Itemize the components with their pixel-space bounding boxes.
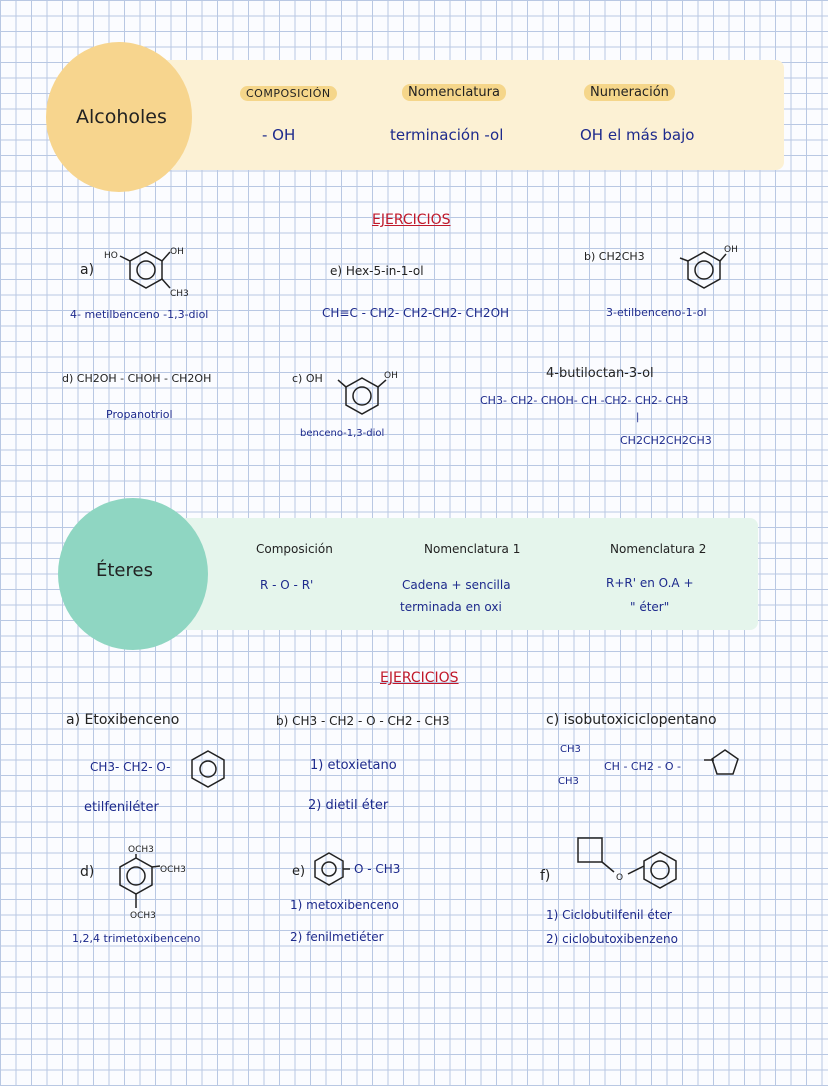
eter-ex-c-cyclopentane-icon — [704, 749, 739, 775]
eter-ex-b-name1: 1) etoxietano — [310, 758, 397, 773]
eter-ex-e-name2: 2) fenilmetiéter — [290, 930, 384, 944]
alc-ex-a-ho: HO — [104, 251, 118, 261]
eteres-nomenclatura2-value2: " éter" — [630, 600, 670, 614]
alc-ex-a-ch3: CH3 — [170, 289, 189, 299]
alc-ex-e-formula: CH≡C - CH2- CH2-CH2- CH2OH — [322, 306, 510, 320]
alcoholes-nomenclatura-value: terminación -ol — [390, 126, 504, 144]
eter-ex-f-o: O — [616, 873, 623, 883]
alcoholes-numeracion-header: Numeración — [584, 84, 675, 101]
eter-ex-e-letter: e) — [292, 864, 306, 879]
alc-ex-c-name: benceno-1,3-diol — [300, 428, 385, 439]
alc-ex-f-branch-bar: | — [636, 412, 640, 423]
eter-ex-e-chain: O - CH3 — [354, 862, 401, 876]
eter-ex-f-name2: 2) ciclobutoxibenzeno — [546, 932, 678, 946]
alc-ex-f-name: 4-butiloctan-3-ol — [546, 366, 654, 381]
eter-ex-f-letter: f) — [540, 868, 551, 884]
eter-ex-d-och3-right: OCH3 — [160, 865, 186, 875]
eter-ex-d-och3-top: OCH3 — [128, 845, 154, 855]
alc-ex-d-formula: d) CH2OH - CHOH - CH2OH — [62, 372, 212, 385]
alc-ex-a-name: 4- metilbenceno -1,3-diol — [70, 308, 209, 321]
alc-ex-c-benzene-icon: OH — [337, 371, 398, 415]
eteres-nomenclatura1-value1: Cadena + sencilla — [402, 578, 511, 592]
alc-ex-b-oh: OH — [724, 245, 738, 255]
eteres-nomenclatura1-header: Nomenclatura 1 — [424, 542, 521, 556]
eter-ex-b-name2: 2) dietil éter — [308, 798, 389, 813]
eter-ex-d-name: 1,2,4 trimetoxibenceno — [72, 932, 201, 945]
eter-ex-c-ch3-top: CH3 — [560, 744, 581, 755]
alc-ex-a-oh: OH — [170, 247, 184, 257]
alc-ex-f-branch: CH2CH2CH2CH3 — [620, 434, 712, 447]
eteres-nomenclatura2-header: Nomenclatura 2 — [610, 542, 707, 556]
alc-ex-a-benzene-icon: HO OH CH3 — [104, 247, 189, 299]
alc-ex-c-oh: OH — [384, 371, 398, 381]
alc-ex-b-name: 3-etilbenceno-1-ol — [606, 306, 707, 319]
eter-ex-a-formula: CH3- CH2- O- — [90, 760, 171, 774]
eteres-title: Éteres — [96, 560, 153, 581]
alcoholes-ejercicios-heading: EJERCICIOS — [372, 212, 451, 228]
eteres-circle — [58, 498, 208, 650]
alc-ex-a-letter: a) — [80, 262, 95, 278]
eteres-banner — [100, 518, 758, 630]
eter-ex-c-ch3-bottom: CH3 — [558, 776, 579, 787]
alc-ex-d-name: Propanotriol — [106, 408, 173, 421]
eter-ex-b-title: b) CH3 - CH2 - O - CH2 - CH3 — [276, 714, 450, 728]
eter-ex-c-chain: CH - CH2 - O - — [604, 760, 681, 773]
eter-ex-d-benzene-icon: OCH3 OCH3 OCH3 — [119, 845, 186, 921]
alc-ex-e-title: e) Hex-5-in-1-ol — [330, 264, 424, 278]
alcoholes-numeracion-value: OH el más bajo — [580, 126, 695, 144]
eteres-nomenclatura1-value2: terminada en oxi — [400, 600, 502, 614]
eteres-nomenclatura2-value1: R+R' en O.A + — [606, 576, 694, 590]
alc-ex-c-label: c) OH — [292, 372, 323, 385]
eter-ex-a-name: etilfeniléter — [84, 800, 159, 815]
alc-ex-b-benzene-icon: OH — [679, 245, 738, 289]
alcoholes-composicion-value: - OH — [262, 126, 296, 144]
eter-ex-a-benzene-icon — [191, 750, 225, 788]
alc-ex-b-label: b) CH2CH3 — [584, 250, 645, 263]
alcoholes-banner — [100, 60, 784, 170]
eter-ex-e-benzene-icon — [314, 852, 350, 886]
eter-ex-d-och3-bottom: OCH3 — [130, 911, 156, 921]
eteres-composicion-value: R - O - R' — [260, 578, 314, 592]
eter-ex-d-letter: d) — [80, 864, 95, 880]
alcoholes-title: Alcoholes — [76, 106, 167, 128]
alcoholes-nomenclatura-header: Nomenclatura — [402, 84, 506, 101]
eter-ex-c-title: c) isobutoxiciclopentano — [546, 712, 717, 728]
alcoholes-circle — [46, 42, 192, 192]
eter-ex-a-title: a) Etoxibenceno — [66, 712, 180, 728]
eter-ex-f-cyclobutyl-phenyl-icon: O — [577, 837, 677, 889]
eteres-composicion-header: Composición — [256, 542, 333, 556]
alc-ex-f-formula: CH3- CH2- CHOH- CH -CH2- CH2- CH3 — [480, 394, 689, 407]
eteres-ejercicios-heading: EJERCICIOS — [380, 670, 459, 686]
eter-ex-f-name1: 1) Ciclobutilfenil éter — [546, 908, 672, 922]
alcoholes-composicion-header: COMPOSICIÓN — [240, 86, 337, 101]
eter-ex-e-name1: 1) metoxibenceno — [290, 898, 399, 912]
